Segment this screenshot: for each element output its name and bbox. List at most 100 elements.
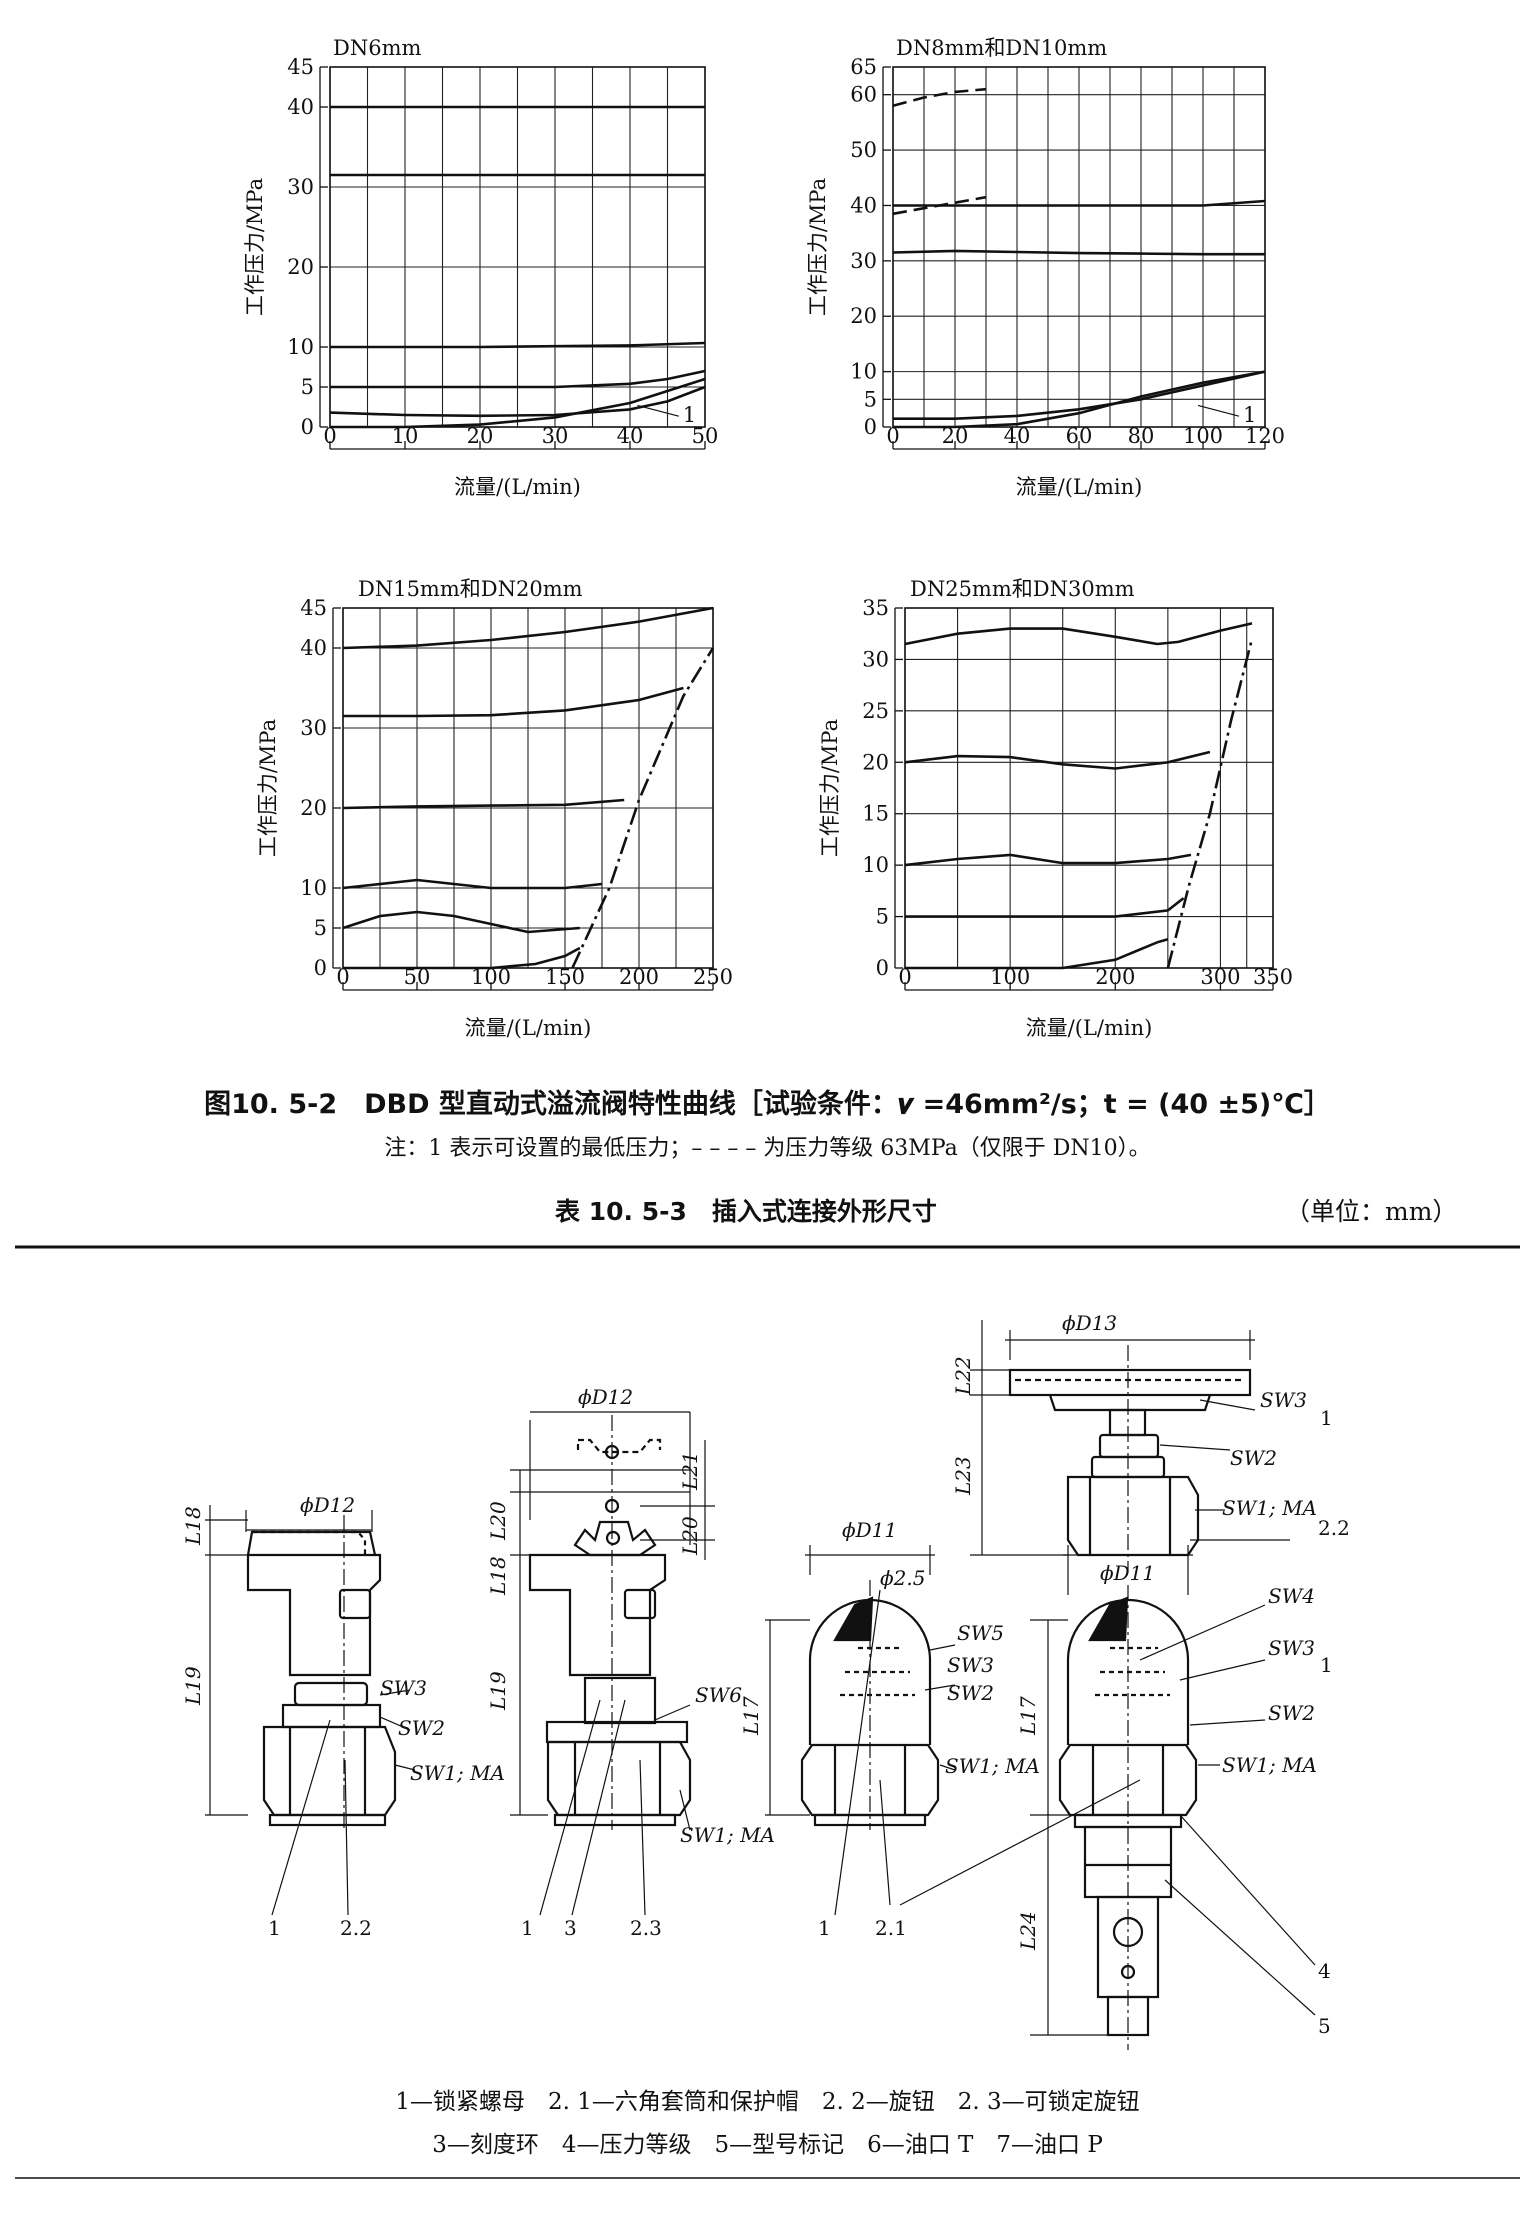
chart-2-y-tick-label: 60 — [850, 83, 877, 107]
label-sw1-d: SW1; MA — [1222, 1753, 1317, 1777]
chart-3-x-tick-label: 250 — [693, 965, 733, 989]
part-2-2-t: 2.2 — [1318, 1516, 1350, 1540]
chart-1-y-tick-label: 5 — [301, 375, 314, 399]
chart-1-y-label: 工作压力/MPa — [243, 178, 267, 316]
chart-2-y-tick-label: 40 — [850, 193, 877, 217]
chart-2-y-tick-label: 5 — [864, 387, 877, 411]
chart-3-y-tick-label: 40 — [300, 636, 327, 660]
chart-1-y-tick-label: 20 — [287, 255, 314, 279]
chart-2-series-6-line — [893, 370, 1266, 429]
chart-3-series-3-line — [342, 798, 625, 810]
chart-2-x-tick-label: 40 — [1004, 424, 1031, 448]
chart-2-x-tick-label: 100 — [1183, 424, 1223, 448]
part-1-a: 1 — [268, 1916, 281, 1940]
chart-1-y-tick-label: 40 — [287, 95, 314, 119]
chart-3-series-5-line — [342, 910, 580, 934]
dim-d11-b: ϕD11 — [1100, 1561, 1155, 1585]
dim-l19-a: L19 — [181, 1666, 205, 1706]
valve-view-top-assembly — [970, 1320, 1290, 1570]
part-3: 3 — [564, 1916, 577, 1940]
chart-4-y-tick-label: 5 — [876, 905, 889, 929]
chart-3-series-4-line — [342, 878, 603, 890]
chart-3-x-tick-label: 200 — [619, 965, 659, 989]
label-sw3-a: SW3 — [380, 1676, 427, 1700]
chart-4-x-tick-label: 350 — [1253, 965, 1293, 989]
dim-l17-b: L17 — [1016, 1696, 1040, 1736]
parts-legend-line-1: 1—锁紧螺母 2. 1—六角套筒和保护帽 2. 2—旋钮 2. 3—可锁定旋钮 — [395, 2089, 1140, 2115]
chart-2-y-tick-label: 0 — [864, 415, 877, 439]
dim-l21: L21 — [678, 1451, 702, 1491]
label-sw2-t: SW2 — [1230, 1446, 1277, 1470]
dim-d11-a: ϕD11 — [842, 1518, 897, 1542]
chart-3-series-1-line — [342, 606, 714, 650]
chart-1-y-tick-label: 0 — [301, 415, 314, 439]
table-title: 表 10. 5-3 插入式连接外形尺寸 — [555, 1197, 937, 1226]
chart-3-series-7-line — [571, 647, 715, 969]
chart-4-series-2-line — [904, 750, 1211, 770]
chart-3-y-label: 工作压力/MPa — [256, 719, 280, 857]
dim-l18-b: L18 — [486, 1556, 510, 1596]
chart-1-x-tick-label: 30 — [542, 424, 569, 448]
chart-4-y-label: 工作压力/MPa — [818, 719, 842, 857]
parts-legend-line-2: 3—刻度环 4—压力等级 5—型号标记 6—油口 T 7—油口 P — [432, 2132, 1103, 2158]
chart-4-series-4-line — [905, 897, 1185, 918]
chart-2-series-1-line — [892, 87, 987, 108]
label-sw2-a: SW2 — [398, 1716, 445, 1740]
valve-view-cartridge — [899, 1545, 1316, 2050]
chart-2-plot-frame — [892, 66, 1266, 428]
figure-note: 注：1 表示可设置的最低压力；– – – – 为压力等级 63MPa（仅限于 D… — [384, 1136, 1151, 1161]
chart-2-x-label: 流量/(L/min) — [1016, 475, 1143, 499]
part-5: 5 — [1318, 2014, 1331, 2038]
chart-4-y-tick-label: 25 — [862, 699, 889, 723]
part-1-d: 1 — [1320, 1653, 1333, 1677]
part-2-3: 2.3 — [630, 1916, 662, 1940]
chart-2-y-tick-label: 50 — [850, 138, 877, 162]
label-sw1-b: SW1; MA — [680, 1823, 775, 1847]
dim-d12-b: ϕD12 — [578, 1385, 633, 1409]
drawing-labels: ϕD12 L18 L19 SW3 SW2 SW1; MA 1 2.2 ϕD12 … — [181, 1311, 1350, 2038]
chart-4-y-tick-label: 35 — [862, 596, 889, 620]
chart-3-series-2-line — [343, 686, 684, 718]
figure-caption: 图10. 5-2 DBD 型直动式溢流阀特性曲线［试验条件：𝝂 =46mm²/s… — [204, 1089, 1331, 1120]
chart-4-series-6-line — [1166, 638, 1254, 969]
chart-1-series-4-line — [330, 369, 706, 389]
chart-1-x-tick-label: 20 — [467, 424, 494, 448]
chart-1-plot-frame — [329, 66, 706, 428]
chart-4-x-tick-label: 0 — [898, 965, 911, 989]
chart-4-y-tick-label: 0 — [876, 956, 889, 980]
chart-2-series-3-line — [893, 199, 1266, 207]
chart-2-x-tick-label: 60 — [1066, 424, 1093, 448]
valve-view-protective-cap — [765, 1545, 956, 1916]
chart-4-plot-frame — [904, 607, 1274, 969]
chart-1-y-tick-label: 45 — [287, 55, 314, 79]
chart-3-y-tick-label: 10 — [300, 876, 327, 900]
chart-3-x-tick-label: 150 — [545, 965, 585, 989]
dim-l20-a: L20 — [486, 1501, 510, 1541]
part-1-c: 1 — [818, 1916, 831, 1940]
chart-4-title: DN25mm和DN30mm — [910, 577, 1135, 601]
dim-d13: ϕD13 — [1062, 1311, 1117, 1335]
chart-2-x-tick-label: 120 — [1245, 424, 1285, 448]
chart-2-y-tick-label: 65 — [850, 55, 877, 79]
chart-3-y-tick-label: 5 — [314, 916, 327, 940]
chart-4-x-label: 流量/(L/min) — [1026, 1016, 1153, 1040]
chart-4-series-5-line — [905, 937, 1169, 970]
chart-2-series-5-line — [893, 370, 1266, 420]
chart-2-annotation-leader — [1197, 404, 1240, 417]
dim-phi25: ϕ2.5 — [880, 1566, 925, 1590]
chart-3-y-tick-label: 20 — [300, 796, 327, 820]
chart-3-plot-frame — [342, 607, 714, 969]
chart-1-annotation-label: 1 — [683, 403, 696, 427]
label-sw4: SW4 — [1268, 1584, 1315, 1608]
chart-2-y-tick-label: 30 — [850, 249, 877, 273]
chart-4-y-tick-label: 30 — [862, 647, 889, 671]
label-sw2-d: SW2 — [1268, 1701, 1315, 1725]
table-unit: （单位：mm） — [1285, 1197, 1458, 1226]
chart-1-y-tick-label: 10 — [287, 335, 314, 359]
dim-l18-a: L18 — [181, 1506, 205, 1546]
chart-1-y-tick-label: 30 — [287, 175, 314, 199]
label-sw1-a: SW1; MA — [410, 1761, 505, 1785]
chart-4-x-tick-label: 300 — [1200, 965, 1240, 989]
chart-3-x-label: 流量/(L/min) — [465, 1016, 592, 1040]
